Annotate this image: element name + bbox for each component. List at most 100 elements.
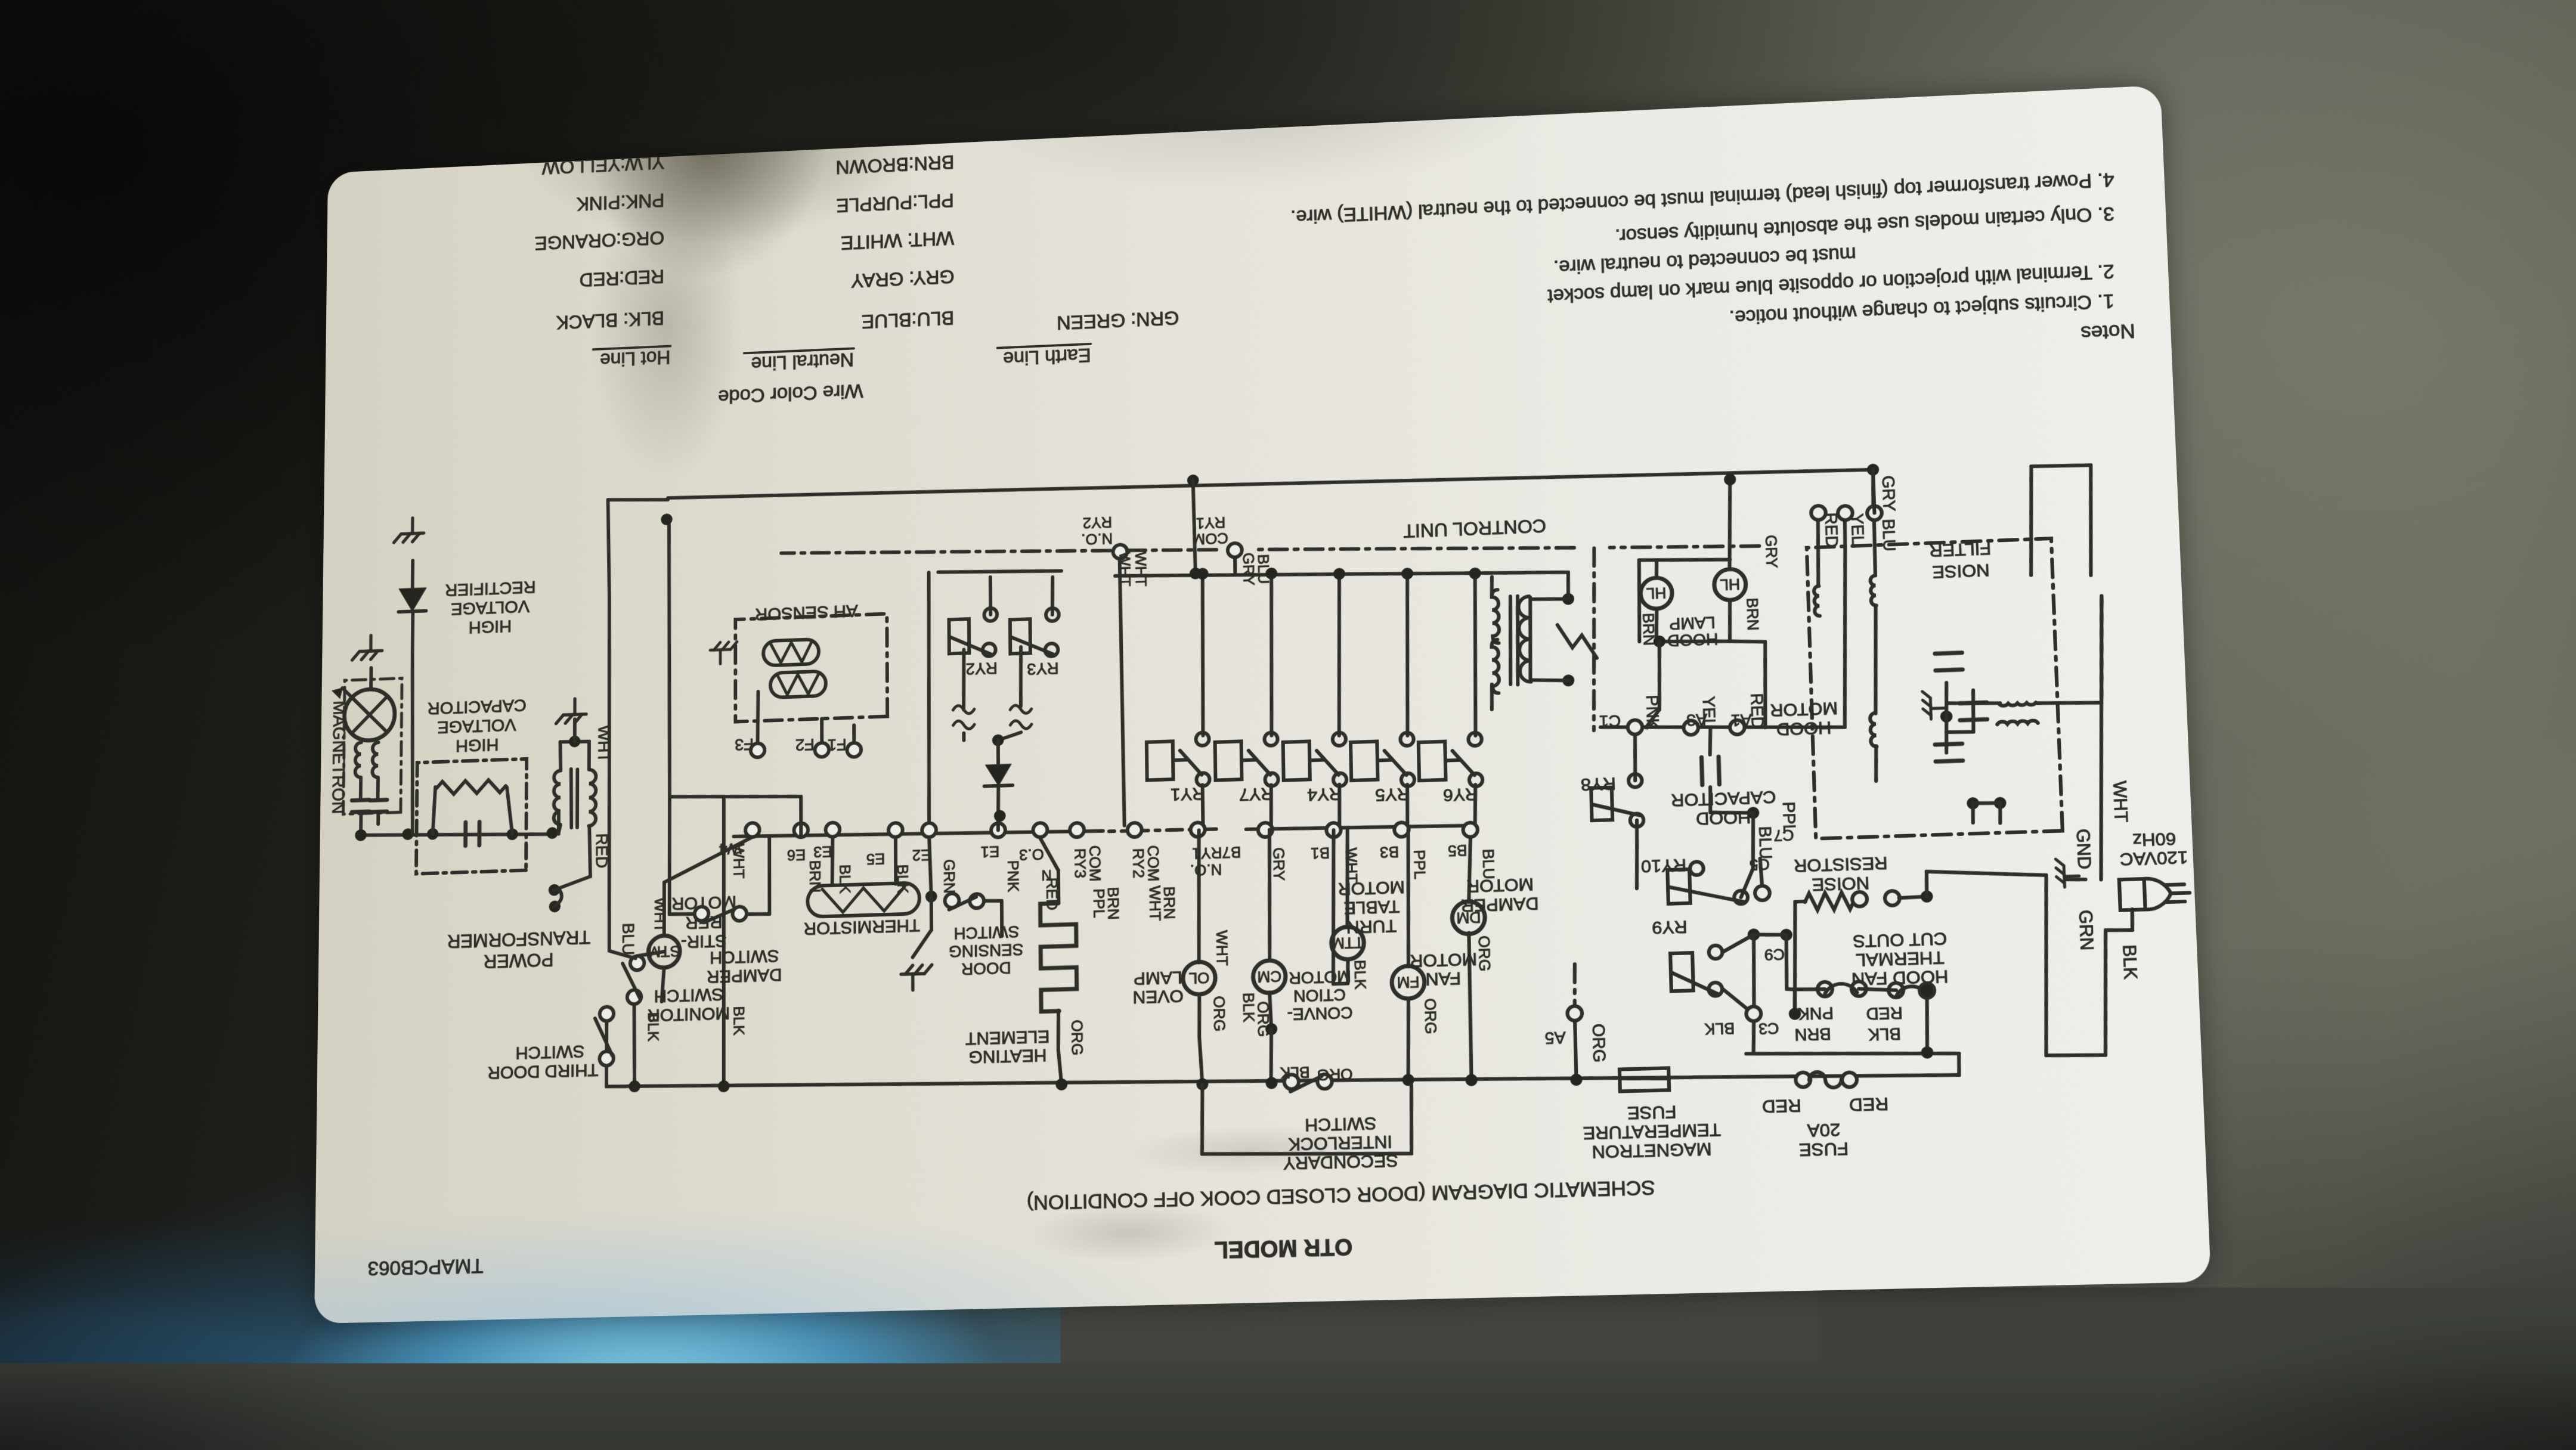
svg-text:OVEN: OVEN [1132,986,1184,1007]
svg-text:FM: FM [1397,973,1420,992]
svg-text:C3: C3 [1758,1019,1779,1037]
svg-text:THERMISTOR: THERMISTOR [804,915,920,938]
svg-text:CAPACITOR: CAPACITOR [428,695,527,718]
svg-text:BLU: BLU [1755,826,1776,859]
svg-text:INTERLOCK: INTERLOCK [1288,1132,1392,1154]
svg-text:NOISE: NOISE [1932,560,1990,581]
svg-text:F2: F2 [795,736,815,755]
svg-text:N.O.: N.O. [1081,530,1113,549]
svg-text:CTION: CTION [1293,986,1346,1006]
svg-text:RY9: RY9 [1652,916,1688,937]
svg-text:N.O.: N.O. [1190,860,1222,879]
svg-text:PNK: PNK [1004,860,1022,893]
svg-text:RY5: RY5 [1375,784,1410,805]
svg-text:BRN: BRN [1794,1024,1831,1045]
svg-text:WHT: WHT [651,897,668,933]
svg-text:HL: HL [1720,575,1741,594]
svg-text:must be connected to neutral w: must be connected to neutral wire. [1553,243,1857,277]
svg-text:O.3: O.3 [1019,845,1044,864]
svg-text:TABLE: TABLE [1343,896,1400,918]
svg-text:HL: HL [1646,584,1666,603]
svg-text:RY6: RY6 [1443,784,1478,805]
svg-text:GRN: GRN [940,859,958,894]
svg-text:WHT: WHT [1213,930,1231,966]
svg-text:Notes: Notes [2080,320,2136,344]
svg-text:DAMPER: DAMPER [1461,893,1539,915]
svg-text:RY10: RY10 [1640,855,1686,876]
svg-text:DOOR: DOOR [961,959,1011,979]
svg-text:PPL: PPL [1090,888,1108,918]
svg-text:GRN: GRN [2075,909,2097,950]
svg-text:PPL:PURPLE: PPL:PURPLE [836,189,953,215]
svg-text:BLK: BLK [730,1006,748,1036]
svg-text:BLK: BLK [1280,1063,1310,1082]
svg-text:MOTOR: MOTOR [1410,949,1477,971]
svg-text:B5: B5 [1448,841,1467,860]
svg-text:PNK:PINK: PNK:PINK [577,189,664,214]
svg-text:RY7: RY7 [1239,783,1274,804]
svg-text:RY3: RY3 [1027,659,1059,679]
svg-text:TMAPCB063: TMAPCB063 [367,1254,483,1279]
svg-text:60Hz: 60Hz [2132,829,2176,850]
svg-text:WHT: WHT [2109,780,2131,823]
svg-text:LAMP: LAMP [1669,613,1716,633]
svg-text:ORG: ORG [1475,935,1494,972]
svg-text:B1: B1 [1311,844,1330,863]
svg-text:COM: COM [1193,529,1229,549]
svg-text:C7: C7 [1773,826,1794,845]
svg-text:DAMPER: DAMPER [707,965,782,986]
svg-text:A5: A5 [1544,1028,1566,1048]
svg-text:RY2: RY2 [965,659,997,678]
svg-text:CONTROL UNIT: CONTROL UNIT [1403,515,1546,542]
svg-text:BLK: BLACK: BLK: BLACK [556,307,664,333]
svg-text:MOTOR: MOTOR [1770,698,1838,720]
svg-text:WHT: WHT [1146,885,1164,921]
svg-text:FAN: FAN [1425,968,1461,989]
svg-text:MOTOR: MOTOR [1466,874,1534,896]
svg-text:BRN:BROWN: BRN:BROWN [835,151,954,177]
svg-text:RED:RED: RED:RED [580,265,664,290]
svg-text:PPL: PPL [1410,850,1429,879]
svg-text:POWER: POWER [484,949,554,972]
svg-text:OL: OL [1188,969,1209,987]
svg-text:ORG: ORG [1317,1065,1353,1084]
svg-text:SWITCH: SWITCH [1305,1113,1377,1135]
svg-text:20A: 20A [1807,1120,1841,1141]
svg-text:BLK: BLK [645,1012,662,1042]
svg-text:BLU: BLU [1879,519,1899,552]
svg-text:SCHEMATIC DIAGRAM (DOOR CLOSED: SCHEMATIC DIAGRAM (DOOR CLOSED COOK OFF … [1027,1176,1655,1214]
svg-text:E6: E6 [787,846,806,864]
svg-text:AH SENSOR: AH SENSOR [755,601,858,624]
svg-text:HIGH: HIGH [456,735,499,755]
svg-text:RED: RED [1762,1095,1802,1116]
svg-text:BLU:BLUE: BLU:BLUE [862,306,954,331]
svg-text:VOLTAGE: VOLTAGE [437,715,516,737]
svg-text:E1: E1 [980,842,999,861]
svg-text:TURN: TURN [1346,916,1397,937]
svg-text:120VAC: 120VAC [2119,847,2188,869]
svg-text:TRANSFORMER: TRANSFORMER [447,927,591,952]
svg-text:RY1: RY1 [1171,783,1205,804]
svg-text:RY2: RY2 [1129,848,1147,878]
svg-text:HOOD: HOOD [1696,807,1751,828]
svg-text:CAPACITOR: CAPACITOR [1671,787,1776,810]
svg-text:GRY: GRY [1879,475,1899,512]
svg-text:RESISTOR: RESISTOR [1794,853,1888,875]
svg-text:RY1: RY1 [1196,513,1225,532]
svg-text:PNK: PNK [1798,1003,1834,1024]
svg-text:HOOD: HOOD [1776,717,1831,739]
svg-text:BRN: BRN [1743,597,1762,631]
svg-text:CUT OUTS: CUT OUTS [1853,928,1948,951]
svg-text:F3: F3 [735,735,754,754]
svg-text:SWITCH: SWITCH [515,1041,584,1062]
svg-text:ORG: ORG [1589,1024,1609,1063]
svg-text:SWITCH: SWITCH [710,946,779,967]
svg-text:RY4: RY4 [1307,784,1342,805]
svg-text:BLK: BLK [1704,1020,1735,1039]
svg-text:ELEMENT: ELEMENT [965,1026,1050,1048]
svg-text:GRY: GRY [1762,535,1781,569]
svg-text:SENSING: SENSING [949,940,1024,961]
svg-text:RED: RED [1822,512,1842,548]
svg-text:SWITCH: SWITCH [953,922,1019,943]
svg-text:SWITCH: SWITCH [654,984,723,1006]
